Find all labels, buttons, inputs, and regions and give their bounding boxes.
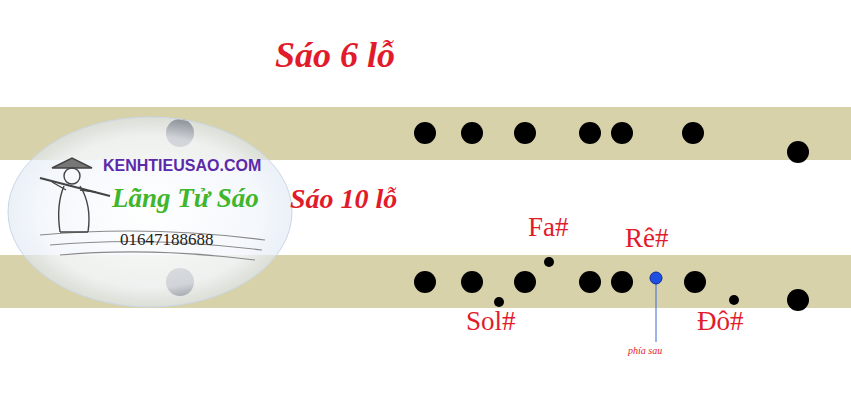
finger-hole — [787, 289, 809, 311]
note-label: Rê# — [625, 224, 669, 254]
swoosh-line — [60, 252, 255, 260]
watermark-phone: 01647188688 — [120, 231, 214, 250]
note-label: Đô# — [697, 307, 744, 337]
watermark-brand: Lãng Tử Sáo — [112, 184, 259, 214]
finger-hole — [414, 271, 436, 293]
flute-title: Sáo 10 lỗ — [290, 184, 397, 215]
finger-hole — [514, 271, 536, 293]
note-label: Sol# — [466, 307, 516, 337]
leader-line — [656, 284, 657, 342]
note-label: Fa# — [528, 213, 569, 243]
finger-hole — [682, 122, 704, 144]
finger-hole — [461, 122, 483, 144]
watermark-site: KENHTIEUSAO.COM — [103, 157, 261, 175]
finger-hole — [494, 297, 504, 307]
finger-hole — [684, 271, 706, 293]
finger-hole — [787, 141, 809, 163]
flute-title: Sáo 6 lỗ — [275, 36, 395, 76]
finger-hole — [461, 271, 483, 293]
finger-hole — [611, 122, 633, 144]
finger-hole — [414, 122, 436, 144]
flute-player-sketch — [40, 158, 110, 232]
finger-hole — [579, 271, 601, 293]
finger-hole — [514, 122, 536, 144]
finger-hole — [544, 257, 554, 267]
note-small: phía sau — [628, 345, 662, 356]
finger-hole — [579, 122, 601, 144]
finger-hole — [611, 271, 633, 293]
watermark-ellipse — [8, 117, 292, 307]
finger-hole — [729, 295, 739, 305]
finger-hole — [650, 272, 662, 284]
